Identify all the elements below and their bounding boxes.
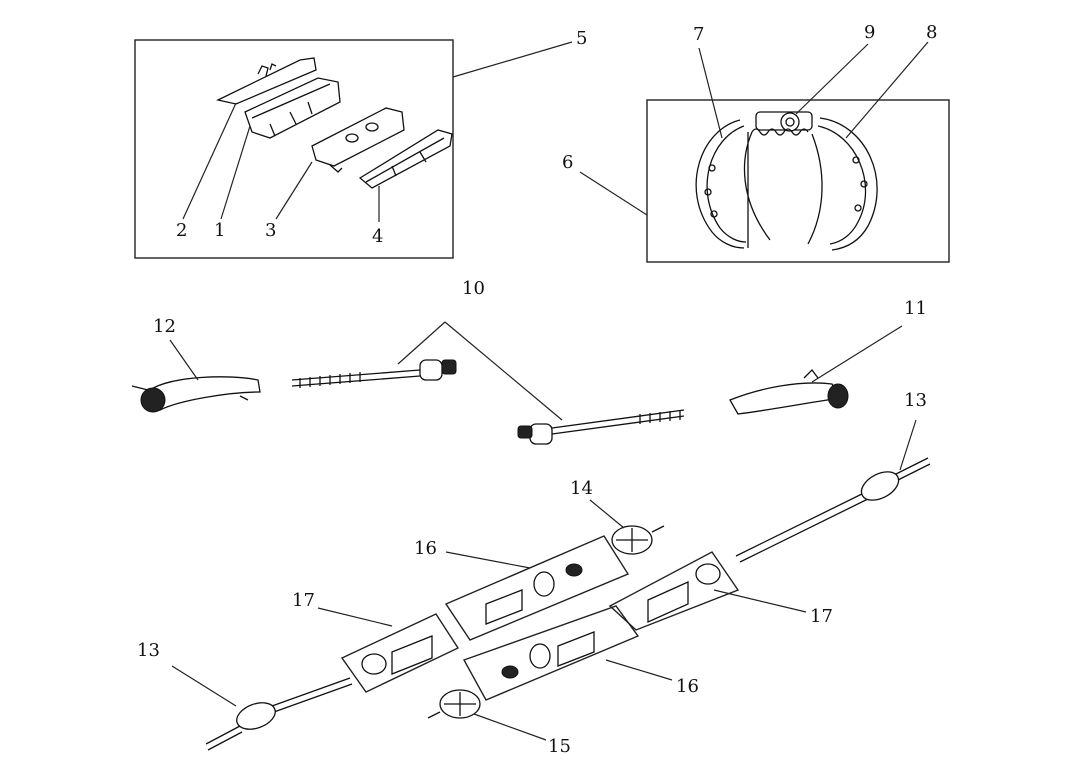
callout-3: 3 (265, 220, 276, 241)
callout-15: 15 (548, 736, 571, 757)
callout-9: 9 (864, 22, 875, 43)
brake-pad-outer (244, 77, 341, 139)
callout-16-upper: 16 (414, 538, 437, 559)
pad-shim-lower (358, 129, 453, 189)
wheel-cylinder (755, 111, 813, 132)
drive-shaft-lower (205, 677, 353, 751)
brake-shoe-left (695, 119, 771, 249)
inner-tie-rod-left (291, 359, 457, 388)
drive-shaft-upper (735, 457, 931, 563)
callout-13-lower: 13 (137, 640, 160, 661)
callout-13-upper: 13 (904, 390, 927, 411)
boot-kit-upper (444, 535, 630, 641)
callout-4: 4 (372, 226, 383, 247)
tie-rod-end-left (131, 376, 261, 413)
cv-joint-outer (611, 525, 665, 555)
return-spring (751, 128, 809, 136)
cv-joint-inner (427, 689, 481, 719)
callout-1: 1 (214, 220, 225, 241)
brake-shoe-kit-frame (646, 99, 950, 263)
pad-shim-upper (216, 57, 317, 105)
callout-17-left: 17 (292, 590, 315, 611)
brake-pad-kit-frame (134, 39, 454, 259)
callout-8: 8 (926, 22, 937, 43)
callout-10: 10 (462, 278, 485, 299)
brake-shoe-right (807, 117, 878, 251)
boot-kit-17-upper (608, 551, 740, 631)
inner-tie-rod-right (517, 409, 685, 445)
callout-6: 6 (562, 152, 573, 173)
brake-pad-inner (311, 107, 405, 173)
callout-14: 14 (570, 478, 593, 499)
tie-rod-end-right (729, 369, 849, 415)
boot-kit-lower (462, 605, 640, 701)
callout-17-right: 17 (810, 606, 833, 627)
callout-5: 5 (576, 28, 587, 49)
boot-kit-17-lower (340, 613, 460, 693)
callout-11: 11 (904, 298, 927, 319)
callout-2: 2 (176, 220, 187, 241)
callout-12: 12 (153, 316, 176, 337)
callout-16-lower: 16 (676, 676, 699, 697)
callout-7: 7 (693, 24, 704, 45)
